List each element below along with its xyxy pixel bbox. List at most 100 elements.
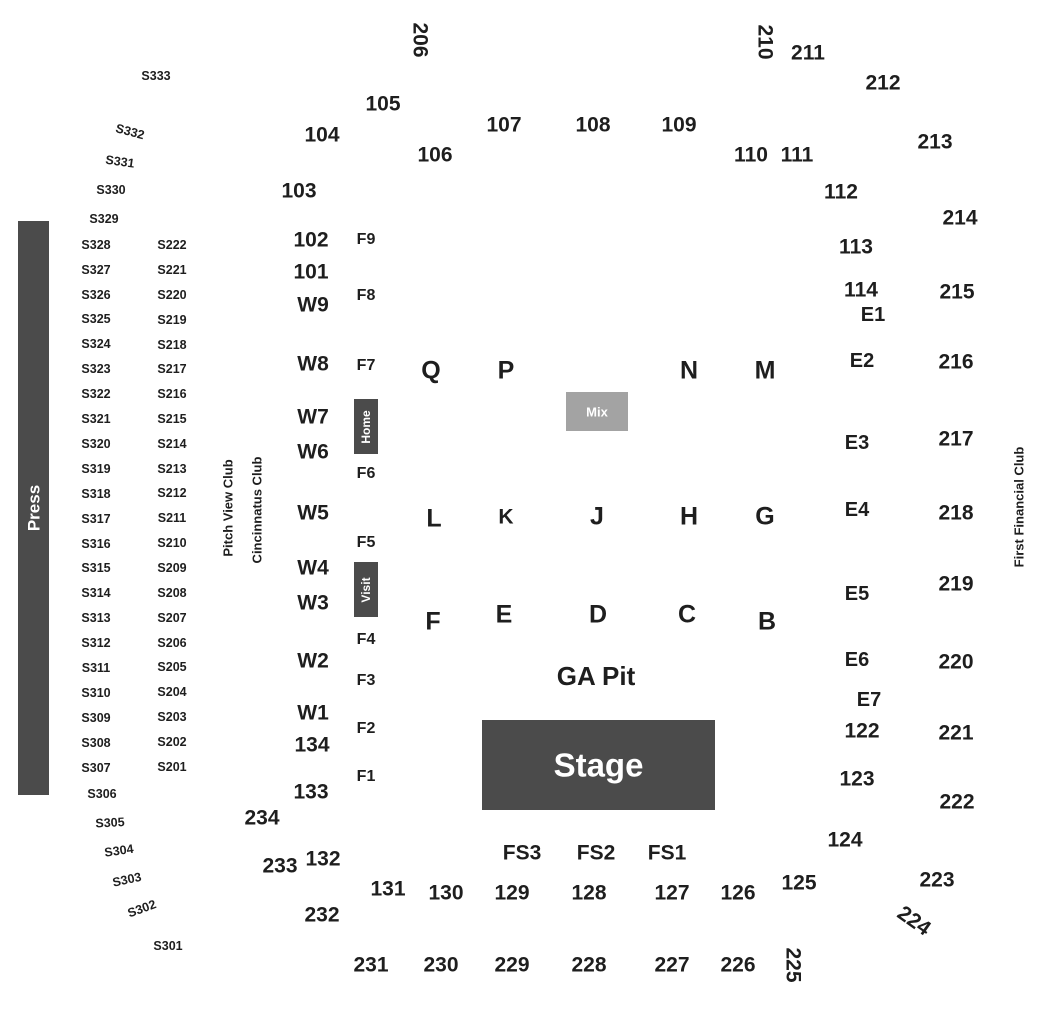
section-113-label: 113: [839, 235, 873, 259]
stage-label: Stage: [553, 746, 644, 784]
section-f9-label: F9: [356, 231, 376, 248]
section-w9-label: W9: [297, 293, 329, 317]
section-s311-label: S311: [81, 660, 111, 675]
floor-g-label: G: [755, 502, 775, 531]
section-s221-label: S221: [157, 262, 187, 277]
floor-d-label: D: [588, 600, 608, 629]
floor-p-label: P: [497, 356, 515, 385]
mix-label: Mix: [586, 404, 608, 419]
section-234-label: 234: [244, 806, 280, 830]
section-219-label: 219: [938, 572, 974, 596]
stage-box: Stage: [482, 720, 715, 810]
section-s320-label: S320: [81, 436, 111, 451]
section-s316-label: S316: [81, 536, 111, 551]
section-f1-label: F1: [356, 768, 376, 785]
section-233-label: 233: [262, 854, 298, 878]
section-221-label: 221: [938, 721, 974, 745]
section-s331-label: S331: [104, 152, 136, 171]
section-125-label: 125: [781, 871, 817, 895]
section-s214-label: S214: [157, 436, 187, 451]
section-112-label: 112: [824, 180, 858, 204]
section-s332-label: S332: [114, 121, 146, 143]
section-134-label: 134: [294, 733, 330, 757]
section-s218-label: S218: [157, 337, 187, 352]
section-fs1-label: FS1: [647, 841, 687, 865]
section-s203-label: S203: [157, 709, 187, 724]
section-109-label: 109: [661, 113, 697, 137]
section-111-label: 111: [780, 143, 814, 167]
home-label: Home: [359, 409, 373, 444]
section-114-label: 114: [844, 278, 878, 302]
cincinnatus-club-label: Cincinnatus Club: [249, 456, 265, 564]
section-s215-label: S215: [157, 411, 187, 426]
section-224-label: 224: [893, 901, 935, 941]
section-214-label: 214: [942, 206, 978, 230]
section-212-label: 212: [865, 71, 901, 95]
section-105-label: 105: [365, 92, 401, 116]
section-f3-label: F3: [356, 672, 376, 689]
section-s319-label: S319: [81, 461, 111, 476]
section-s325-label: S325: [81, 311, 111, 326]
section-216-label: 216: [938, 350, 974, 374]
section-s322-label: S322: [81, 386, 111, 401]
section-227-label: 227: [654, 953, 690, 977]
section-131-label: 131: [370, 877, 406, 901]
home-box: Home: [354, 399, 378, 454]
section-s317-label: S317: [81, 511, 111, 526]
section-217-label: 217: [938, 427, 974, 451]
section-fs2-label: FS2: [576, 841, 616, 865]
first-financial-club-label: First Financial Club: [1011, 446, 1027, 568]
section-s329-label: S329: [89, 211, 119, 226]
section-w1-label: W1: [297, 701, 329, 725]
section-231-label: 231: [353, 953, 389, 977]
section-s333-label: S333: [141, 68, 171, 83]
visit-box: Visit: [354, 562, 378, 617]
section-s313-label: S313: [81, 610, 111, 625]
section-s303-label: S303: [111, 869, 143, 890]
section-s321-label: S321: [81, 411, 111, 426]
section-226-label: 226: [720, 953, 756, 977]
section-s217-label: S217: [157, 361, 187, 376]
section-232-label: 232: [304, 903, 340, 927]
section-206-label: 206: [408, 22, 432, 58]
section-133-label: 133: [293, 780, 329, 804]
section-s220-label: S220: [157, 287, 187, 302]
section-s209-label: S209: [157, 560, 187, 575]
section-fs3-label: FS3: [502, 841, 542, 865]
section-107-label: 107: [486, 113, 522, 137]
section-230-label: 230: [423, 953, 459, 977]
section-s301-label: S301: [153, 938, 183, 953]
floor-l-label: L: [426, 504, 442, 533]
section-s309-label: S309: [81, 710, 111, 725]
section-s213-label: S213: [157, 461, 187, 476]
section-102-label: 102: [293, 228, 329, 252]
section-e3-label: E3: [844, 432, 870, 454]
section-129-label: 129: [494, 881, 530, 905]
section-s307-label: S307: [81, 760, 111, 775]
press-label: Press: [24, 484, 43, 532]
section-s222-label: S222: [157, 237, 187, 252]
section-108-label: 108: [575, 113, 611, 137]
floor-k-label: K: [498, 505, 514, 529]
floor-m-label: M: [754, 356, 776, 385]
section-w8-label: W8: [297, 352, 329, 376]
section-f5-label: F5: [356, 534, 376, 551]
section-f4-label: F4: [356, 631, 376, 648]
section-s216-label: S216: [157, 386, 187, 401]
section-s201-label: S201: [157, 759, 187, 774]
floor-b-label: B: [757, 607, 777, 636]
section-s207-label: S207: [157, 610, 187, 625]
section-f2-label: F2: [356, 720, 376, 737]
section-e2-label: E2: [849, 350, 875, 372]
section-123-label: 123: [839, 767, 875, 791]
section-s206-label: S206: [157, 635, 187, 650]
section-s323-label: S323: [81, 361, 111, 376]
section-s205-label: S205: [157, 659, 187, 674]
visit-label: Visit: [359, 576, 373, 603]
section-215-label: 215: [939, 280, 975, 304]
section-s324-label: S324: [81, 336, 111, 351]
floor-n-label: N: [679, 356, 699, 385]
section-s308-label: S308: [81, 735, 111, 750]
press-box: Press: [18, 221, 49, 795]
